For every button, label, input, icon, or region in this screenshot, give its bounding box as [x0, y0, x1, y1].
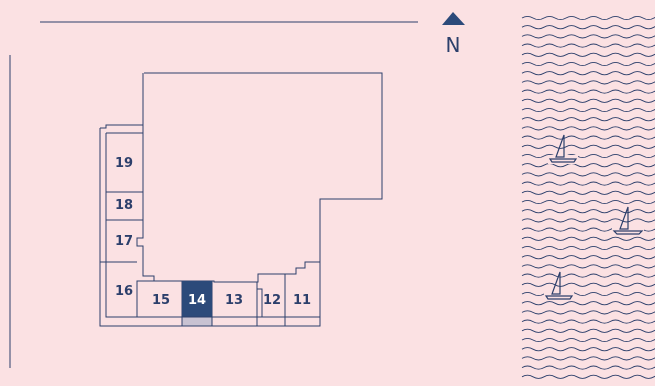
wave-line: [521, 153, 655, 159]
wave-line: [521, 282, 655, 287]
unit-label-17: 17: [115, 234, 133, 249]
wave-line: [521, 117, 655, 122]
unit-15[interactable]: 15: [138, 282, 181, 316]
unit-18[interactable]: 18: [107, 193, 142, 219]
unit-label-15: 15: [152, 293, 170, 308]
sailboat-icon: [548, 134, 578, 164]
unit-label-13: 13: [225, 293, 243, 308]
unit-14[interactable]: 14: [182, 281, 212, 317]
wave-line: [521, 71, 655, 76]
wave-line: [521, 291, 655, 297]
unit-label-16: 16: [115, 284, 133, 299]
wave-line: [521, 245, 655, 251]
unit-14-balcony: [181, 316, 213, 327]
wave-line: [521, 144, 655, 149]
wave-line: [521, 15, 655, 21]
unit-14-fill: [182, 281, 212, 317]
unit-label-18: 18: [115, 198, 133, 213]
wave-line: [521, 190, 655, 195]
wave-line: [521, 209, 655, 214]
wave-line: [521, 356, 655, 361]
wave-line: [521, 98, 655, 103]
wave-pattern-icon: [521, 15, 655, 379]
wave-line: [521, 163, 655, 168]
wave-line: [521, 34, 655, 39]
wave-line: [521, 199, 655, 205]
unit-label-19: 19: [115, 156, 133, 171]
unit-11[interactable]: 11: [286, 275, 319, 316]
sailboat-icon: [544, 271, 574, 301]
wave-line: [521, 43, 655, 48]
unit-17[interactable]: 17: [107, 221, 142, 261]
wave-line: [521, 107, 655, 113]
sailboat-icon: [612, 206, 644, 236]
wave-line: [521, 227, 655, 232]
wave-line: [521, 172, 655, 177]
unit-16[interactable]: 16: [107, 263, 136, 316]
wave-line: [521, 218, 655, 223]
unit-12-notch: [257, 288, 263, 317]
unit-12[interactable]: 12: [258, 283, 284, 316]
unit-label-11: 11: [293, 293, 311, 308]
wave-line: [521, 61, 655, 67]
wave-line: [521, 365, 655, 370]
wave-line: [521, 89, 655, 94]
unit-14-highlight: [181, 281, 213, 327]
wave-line: [521, 337, 655, 343]
wave-line: [521, 328, 655, 333]
water-area: [521, 15, 655, 379]
compass: N: [442, 12, 465, 57]
wave-line: [521, 181, 655, 186]
wave-line: [521, 52, 655, 57]
wave-line: [521, 301, 655, 306]
wave-line: [521, 374, 655, 379]
wave-line: [521, 135, 655, 140]
north-label: N: [446, 33, 461, 57]
wave-line: [521, 25, 655, 30]
wave-line: [521, 347, 655, 352]
building-main-outline: [136, 72, 383, 283]
wave-line: [521, 236, 655, 241]
wave-line: [521, 273, 655, 278]
unit-label-12: 12: [263, 293, 281, 308]
unit-label-14: 14: [188, 293, 206, 308]
unit-13[interactable]: 13: [213, 283, 256, 316]
wave-line: [521, 319, 655, 324]
wave-line: [521, 310, 655, 315]
north-arrow-icon: [442, 12, 465, 25]
wave-line: [521, 255, 655, 260]
wave-line: [521, 264, 655, 269]
wave-line: [521, 80, 655, 85]
walkway-top: [100, 124, 143, 129]
unit-19[interactable]: 19: [107, 134, 142, 191]
wave-line: [521, 126, 655, 131]
